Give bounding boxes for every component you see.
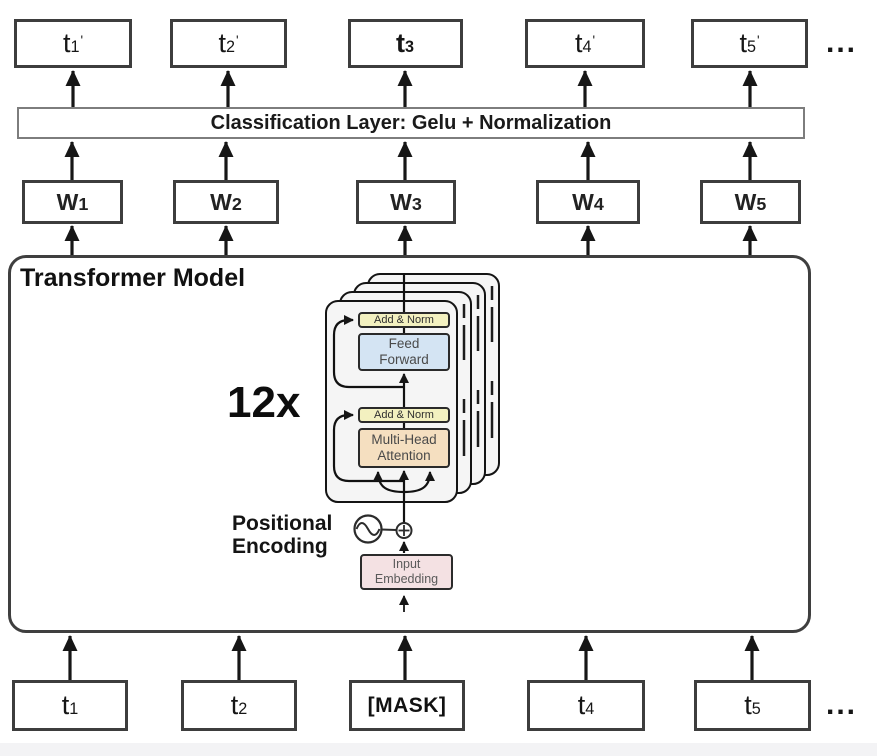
classification-layer-bar: Classification Layer: Gelu + Normalizati…	[17, 107, 805, 139]
top-ellipsis: ...	[826, 26, 858, 59]
weight-label: W3	[390, 188, 422, 215]
output-token-label: t5'	[739, 28, 760, 58]
repeat-12x-label: 12x	[227, 378, 301, 427]
input-token-label: t5	[744, 690, 761, 720]
output-token-label: t4'	[574, 28, 596, 58]
weight-label: W2	[210, 188, 242, 215]
input-token-label: t1	[61, 690, 79, 720]
output-token-label: t1'	[62, 28, 84, 58]
arrows-bar-to-outputs	[65, 70, 758, 107]
input-token-label: t2	[230, 690, 248, 720]
add-norm-bottom-box: Add & Norm	[358, 407, 450, 423]
input-token-label: t4	[577, 690, 595, 720]
output-token-label: t2'	[218, 28, 239, 58]
output-token-box-t3: t3	[348, 19, 463, 68]
weight-box-w5: W5	[700, 180, 801, 224]
arrows-box-to-weights	[64, 225, 758, 255]
add-norm-top-box: Add & Norm	[358, 312, 450, 328]
encoder-card-front	[325, 300, 458, 503]
arrows-weights-to-bar	[64, 141, 758, 180]
bottom-gray-strip	[0, 743, 877, 756]
weight-box-w1: W1	[22, 180, 123, 224]
input-token-box-t5: t5	[694, 680, 811, 731]
weight-box-w2: W2	[173, 180, 279, 224]
output-token-box-t4: t4'	[525, 19, 645, 68]
weight-label: W4	[572, 188, 604, 215]
input-token-box-t4: t4	[527, 680, 645, 731]
input-token-box-mask: [MASK]	[349, 680, 465, 731]
output-token-box-t5: t5'	[691, 19, 808, 68]
positional-encoding-label: Positional Encoding	[232, 512, 333, 558]
weight-box-w3: W3	[356, 180, 456, 224]
classification-layer-label: Classification Layer: Gelu + Normalizati…	[210, 111, 612, 134]
weight-label: W1	[56, 188, 89, 215]
transformer-model-title: Transformer Model	[20, 264, 246, 292]
arrows-inputs-to-box	[62, 635, 760, 680]
output-token-box-t2: t2'	[170, 19, 287, 68]
weight-box-w4: W4	[536, 180, 640, 224]
bottom-ellipsis: ...	[826, 688, 858, 721]
input-token-box-t2: t2	[181, 680, 297, 731]
output-token-label: t3	[395, 28, 414, 58]
input-token-box-t1: t1	[12, 680, 128, 731]
weight-label: W5	[734, 188, 767, 215]
mask-token-label: [MASK]	[367, 693, 447, 717]
output-token-box-t1: t1'	[14, 19, 132, 68]
